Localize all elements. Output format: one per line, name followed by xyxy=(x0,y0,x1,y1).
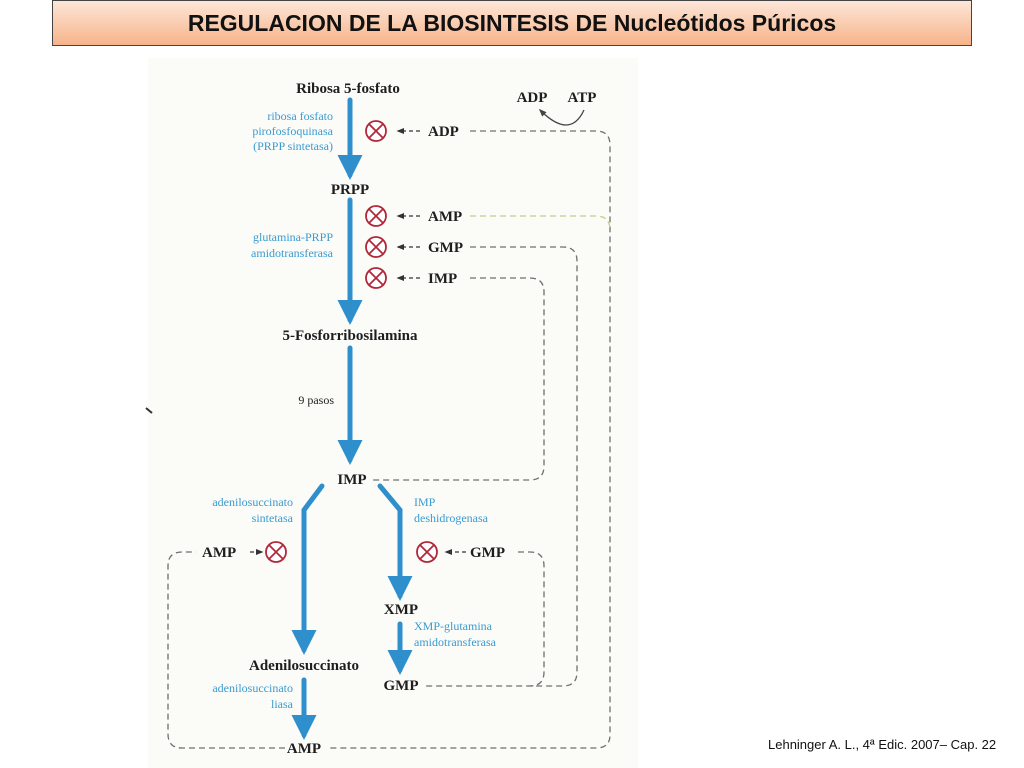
feedback-lines xyxy=(167,130,611,749)
page-title: REGULACION DE LA BIOSINTESIS DE Nucleóti… xyxy=(187,9,837,36)
scan-mark xyxy=(145,407,153,414)
label-ribose5p: Ribosa 5-fosfato xyxy=(296,81,400,97)
feedback-line-adp xyxy=(330,130,611,749)
adp-atp-curve-arrow xyxy=(538,108,585,126)
pathway-arrows xyxy=(291,97,413,740)
inhibition-icon xyxy=(416,541,438,563)
arrow-imp-to-xmp xyxy=(377,483,413,601)
label-atp-cofactor: ATP xyxy=(568,90,597,106)
label-inhibitor-gmp-right: GMP xyxy=(470,545,505,561)
inhibition-symbols xyxy=(265,120,438,563)
label-inhibitor-gmp: GMP xyxy=(428,240,463,256)
figure-background xyxy=(148,58,638,768)
feedback-line-gmp-right xyxy=(518,551,545,687)
inhibition-icon xyxy=(365,205,387,227)
label-adenylosuccinate: Adenilosuccinato xyxy=(249,658,359,674)
label-inhibitor-adp: ADP xyxy=(428,124,459,140)
label-phosphoribosylamine: 5-Fosforribosilamina xyxy=(283,328,418,344)
enzyme-prpp-synthetase-line2: pirofosfoquinasa xyxy=(252,124,333,138)
enzyme-adenylosuccinate-synthetase-line1: adenilosuccinato xyxy=(212,495,293,509)
enzyme-amidotransferase-line1: glutamina-PRPP xyxy=(253,230,333,244)
label-gmp: GMP xyxy=(384,678,419,694)
feedback-line-imp xyxy=(372,277,545,481)
feedback-line-amp-left xyxy=(167,551,285,749)
label-nine-steps: 9 pasos xyxy=(298,393,334,407)
arrow-imp-to-adenylosuccinate xyxy=(291,483,325,655)
enzyme-xmp-amidotransferase-line2: amidotransferasa xyxy=(414,635,497,649)
feedback-line-gmp xyxy=(425,246,578,687)
citation: Lehninger A. L., 4ª Edic. 2007– Cap. 22 xyxy=(768,737,997,752)
feedback-line-amp xyxy=(470,215,611,231)
label-imp: IMP xyxy=(337,472,366,488)
enzyme-prpp-synthetase-line3: (PRPP sintetasa) xyxy=(253,139,333,153)
label-prpp: PRPP xyxy=(331,182,369,198)
inhibition-icon xyxy=(265,541,287,563)
title-banner: REGULACION DE LA BIOSINTESIS DE Nucleóti… xyxy=(52,0,972,46)
enzyme-labels: ribosa fosfato pirofosfoquinasa (PRPP si… xyxy=(212,109,496,711)
enzyme-imp-dehydrogenase-line2: deshidrogenasa xyxy=(414,511,489,525)
label-inhibitor-amp-left: AMP xyxy=(202,545,236,561)
label-adp-cofactor: ADP xyxy=(517,90,548,106)
enzyme-amidotransferase-line2: amidotransferasa xyxy=(251,246,334,260)
inhibition-icon xyxy=(365,236,387,258)
inhibition-icon xyxy=(365,120,387,142)
label-inhibitor-imp: IMP xyxy=(428,271,457,287)
label-xmp: XMP xyxy=(384,602,418,618)
label-inhibitor-amp: AMP xyxy=(428,209,462,225)
enzyme-prpp-synthetase-line1: ribosa fosfato xyxy=(267,109,333,123)
label-amp: AMP xyxy=(287,741,321,757)
molecule-labels: Ribosa 5-fosfato PRPP 5-Fosforribosilami… xyxy=(202,81,596,757)
enzyme-adenylosuccinate-synthetase-line2: sintetasa xyxy=(252,511,294,525)
enzyme-xmp-amidotransferase-line1: XMP-glutamina xyxy=(414,619,493,633)
enzyme-adenylosuccinate-lyase-line1: adenilosuccinato xyxy=(212,681,293,695)
inhibition-icon xyxy=(365,267,387,289)
enzyme-adenylosuccinate-lyase-line2: liasa xyxy=(271,697,294,711)
inhibitor-arrows xyxy=(250,127,466,556)
enzyme-imp-dehydrogenase-line1: IMP xyxy=(414,495,436,509)
